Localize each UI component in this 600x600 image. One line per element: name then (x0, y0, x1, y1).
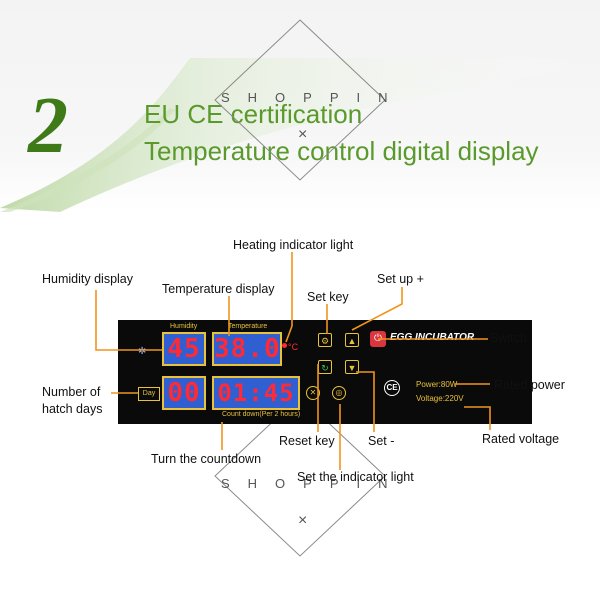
label-set-indicator: Set the indicator light (297, 470, 414, 484)
voltage-spec: Voltage:220V (416, 394, 464, 403)
heating-indicator-light (282, 343, 287, 348)
label-reset-key: Reset key (279, 434, 335, 448)
temperature-caption: Temperature (228, 323, 268, 330)
temperature-unit: °C (288, 342, 299, 352)
calendar-day-icon: Day (138, 387, 160, 401)
set-key-button[interactable]: ⚙ (318, 333, 332, 347)
watermark-mark-bottom: × (298, 512, 308, 529)
humidity-caption: Humidity (170, 323, 198, 330)
humidity-value: 45 (167, 334, 201, 364)
reset-key-button[interactable]: ↻ (318, 360, 332, 374)
label-turn-countdown: Turn the countdown (151, 452, 262, 466)
power-spec: Power:80W (416, 380, 458, 389)
label-humidity-display: Humidity display (42, 272, 134, 286)
label-rated-power: Rated power (494, 378, 565, 392)
countdown-display: 01:45 (212, 376, 300, 410)
step-number: 2 (28, 82, 68, 170)
label-temperature-display: Temperature display (162, 282, 275, 296)
label-set-minus: Set - (368, 434, 395, 448)
watermark-text-top: SHOPPIN (221, 90, 406, 105)
incubator-control-panel: Humidity 45 ✲ Temperature 38.0 °C Day 00… (118, 320, 532, 424)
countdown-caption: Count down(Per 2 hours) (222, 411, 301, 418)
watermark-mark-top: × (298, 126, 308, 143)
countdown-value: 01:45 (217, 379, 295, 407)
label-set-up: Set up + (377, 272, 424, 286)
label-switch: Switch (490, 331, 527, 345)
label-rated-voltage: Rated voltage (482, 432, 560, 446)
humidity-icon: ✲ (138, 346, 147, 357)
ce-mark-logo: CE (384, 380, 400, 396)
label-heating-indicator: Heating indicator light (233, 238, 354, 252)
humidity-display: 45 (162, 332, 206, 366)
countdown-turn-button[interactable]: ✕ (306, 386, 320, 400)
label-number-of: Number of (42, 385, 101, 399)
set-up-button[interactable]: ▲ (345, 333, 359, 347)
power-switch-button[interactable]: ⏻ (370, 331, 386, 347)
watermark-text-bottom: SHOPPIN (221, 476, 406, 491)
display-title: Temperature control digital display (144, 136, 539, 166)
hatch-days-display: 00 (162, 376, 206, 410)
set-down-button[interactable]: ▼ (345, 360, 359, 374)
label-hatch-days: hatch days (42, 402, 103, 416)
hatch-days-value: 00 (167, 378, 201, 408)
ce-mark-text: CE (386, 383, 398, 392)
temperature-display: 38.0 (212, 332, 282, 366)
day-label: Day (142, 390, 156, 397)
label-set-key: Set key (307, 290, 349, 304)
temperature-value: 38.0 (214, 334, 281, 364)
header-band: 2 EU CE certification Temperature contro… (0, 0, 600, 212)
brand-label: EGG INCUBATOR (390, 332, 475, 343)
indicator-light-button[interactable]: ◎ (332, 386, 346, 400)
